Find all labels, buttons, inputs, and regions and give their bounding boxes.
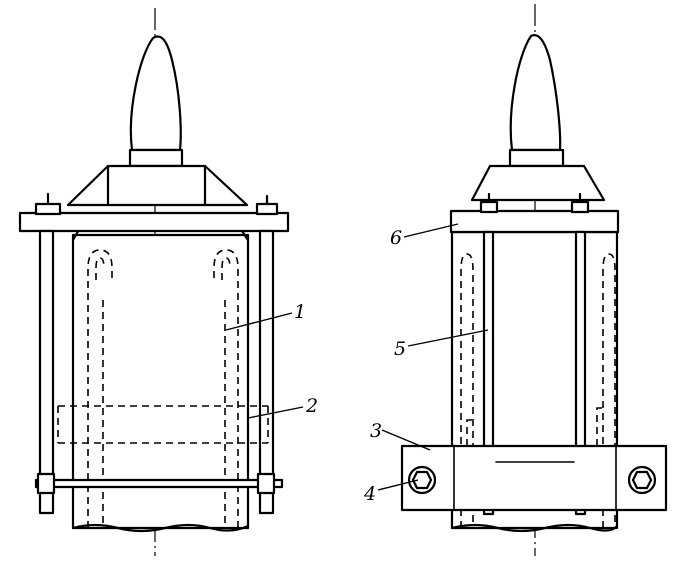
right-hidden-lug-l xyxy=(466,419,473,446)
left-insulator-collar xyxy=(128,148,184,168)
callouts: 1 2 3 4 5 6 xyxy=(225,223,489,505)
right-insulator-cone xyxy=(509,34,562,152)
left-cap-hood xyxy=(66,164,249,207)
right-clamp-band xyxy=(400,444,668,512)
left-lower-bolt xyxy=(34,478,284,489)
left-nut-top-r xyxy=(255,202,279,216)
callout-1: 1 xyxy=(294,301,306,323)
left-tie-rod-l xyxy=(38,229,55,515)
callout-6: 6 xyxy=(390,227,402,249)
callout-5: 5 xyxy=(394,338,406,360)
right-insulator-collar xyxy=(508,148,565,168)
left-body xyxy=(71,233,250,530)
leader-2 xyxy=(247,406,304,419)
right-clamp-plate xyxy=(449,209,620,234)
left-nut-top-l xyxy=(34,202,62,216)
right-hidden-hook-l xyxy=(460,253,474,528)
right-hidden-lug-r xyxy=(596,407,603,446)
leader-6 xyxy=(403,223,459,238)
leader-3 xyxy=(381,429,431,451)
leader-5 xyxy=(407,329,489,347)
leader-4 xyxy=(377,479,419,491)
callout-2: 2 xyxy=(305,395,318,417)
left-view xyxy=(18,8,290,556)
left-hidden-hook-l xyxy=(87,249,113,528)
right-nut-top-r xyxy=(570,200,590,214)
right-bolt-head-r xyxy=(627,465,657,495)
left-lower-nut-l xyxy=(36,472,56,495)
left-hidden-hook-r xyxy=(213,249,239,528)
right-hidden-hook-r xyxy=(602,253,616,528)
right-break-line xyxy=(450,523,619,533)
callout-3: 3 xyxy=(370,420,382,442)
right-cap-hood xyxy=(470,164,606,202)
left-tie-rod-r xyxy=(258,229,275,515)
left-break-line xyxy=(71,523,250,533)
left-lower-nut-r xyxy=(256,472,276,495)
right-nut-top-l xyxy=(479,200,499,214)
right-view xyxy=(400,4,668,556)
leader-1 xyxy=(225,312,293,331)
left-insulator-cone xyxy=(129,35,182,152)
right-stud-l xyxy=(482,230,495,516)
right-stud-r xyxy=(574,230,587,516)
left-clamp-plate xyxy=(18,211,290,233)
right-bolt-head-l xyxy=(407,465,437,495)
callout-4: 4 xyxy=(363,483,376,505)
